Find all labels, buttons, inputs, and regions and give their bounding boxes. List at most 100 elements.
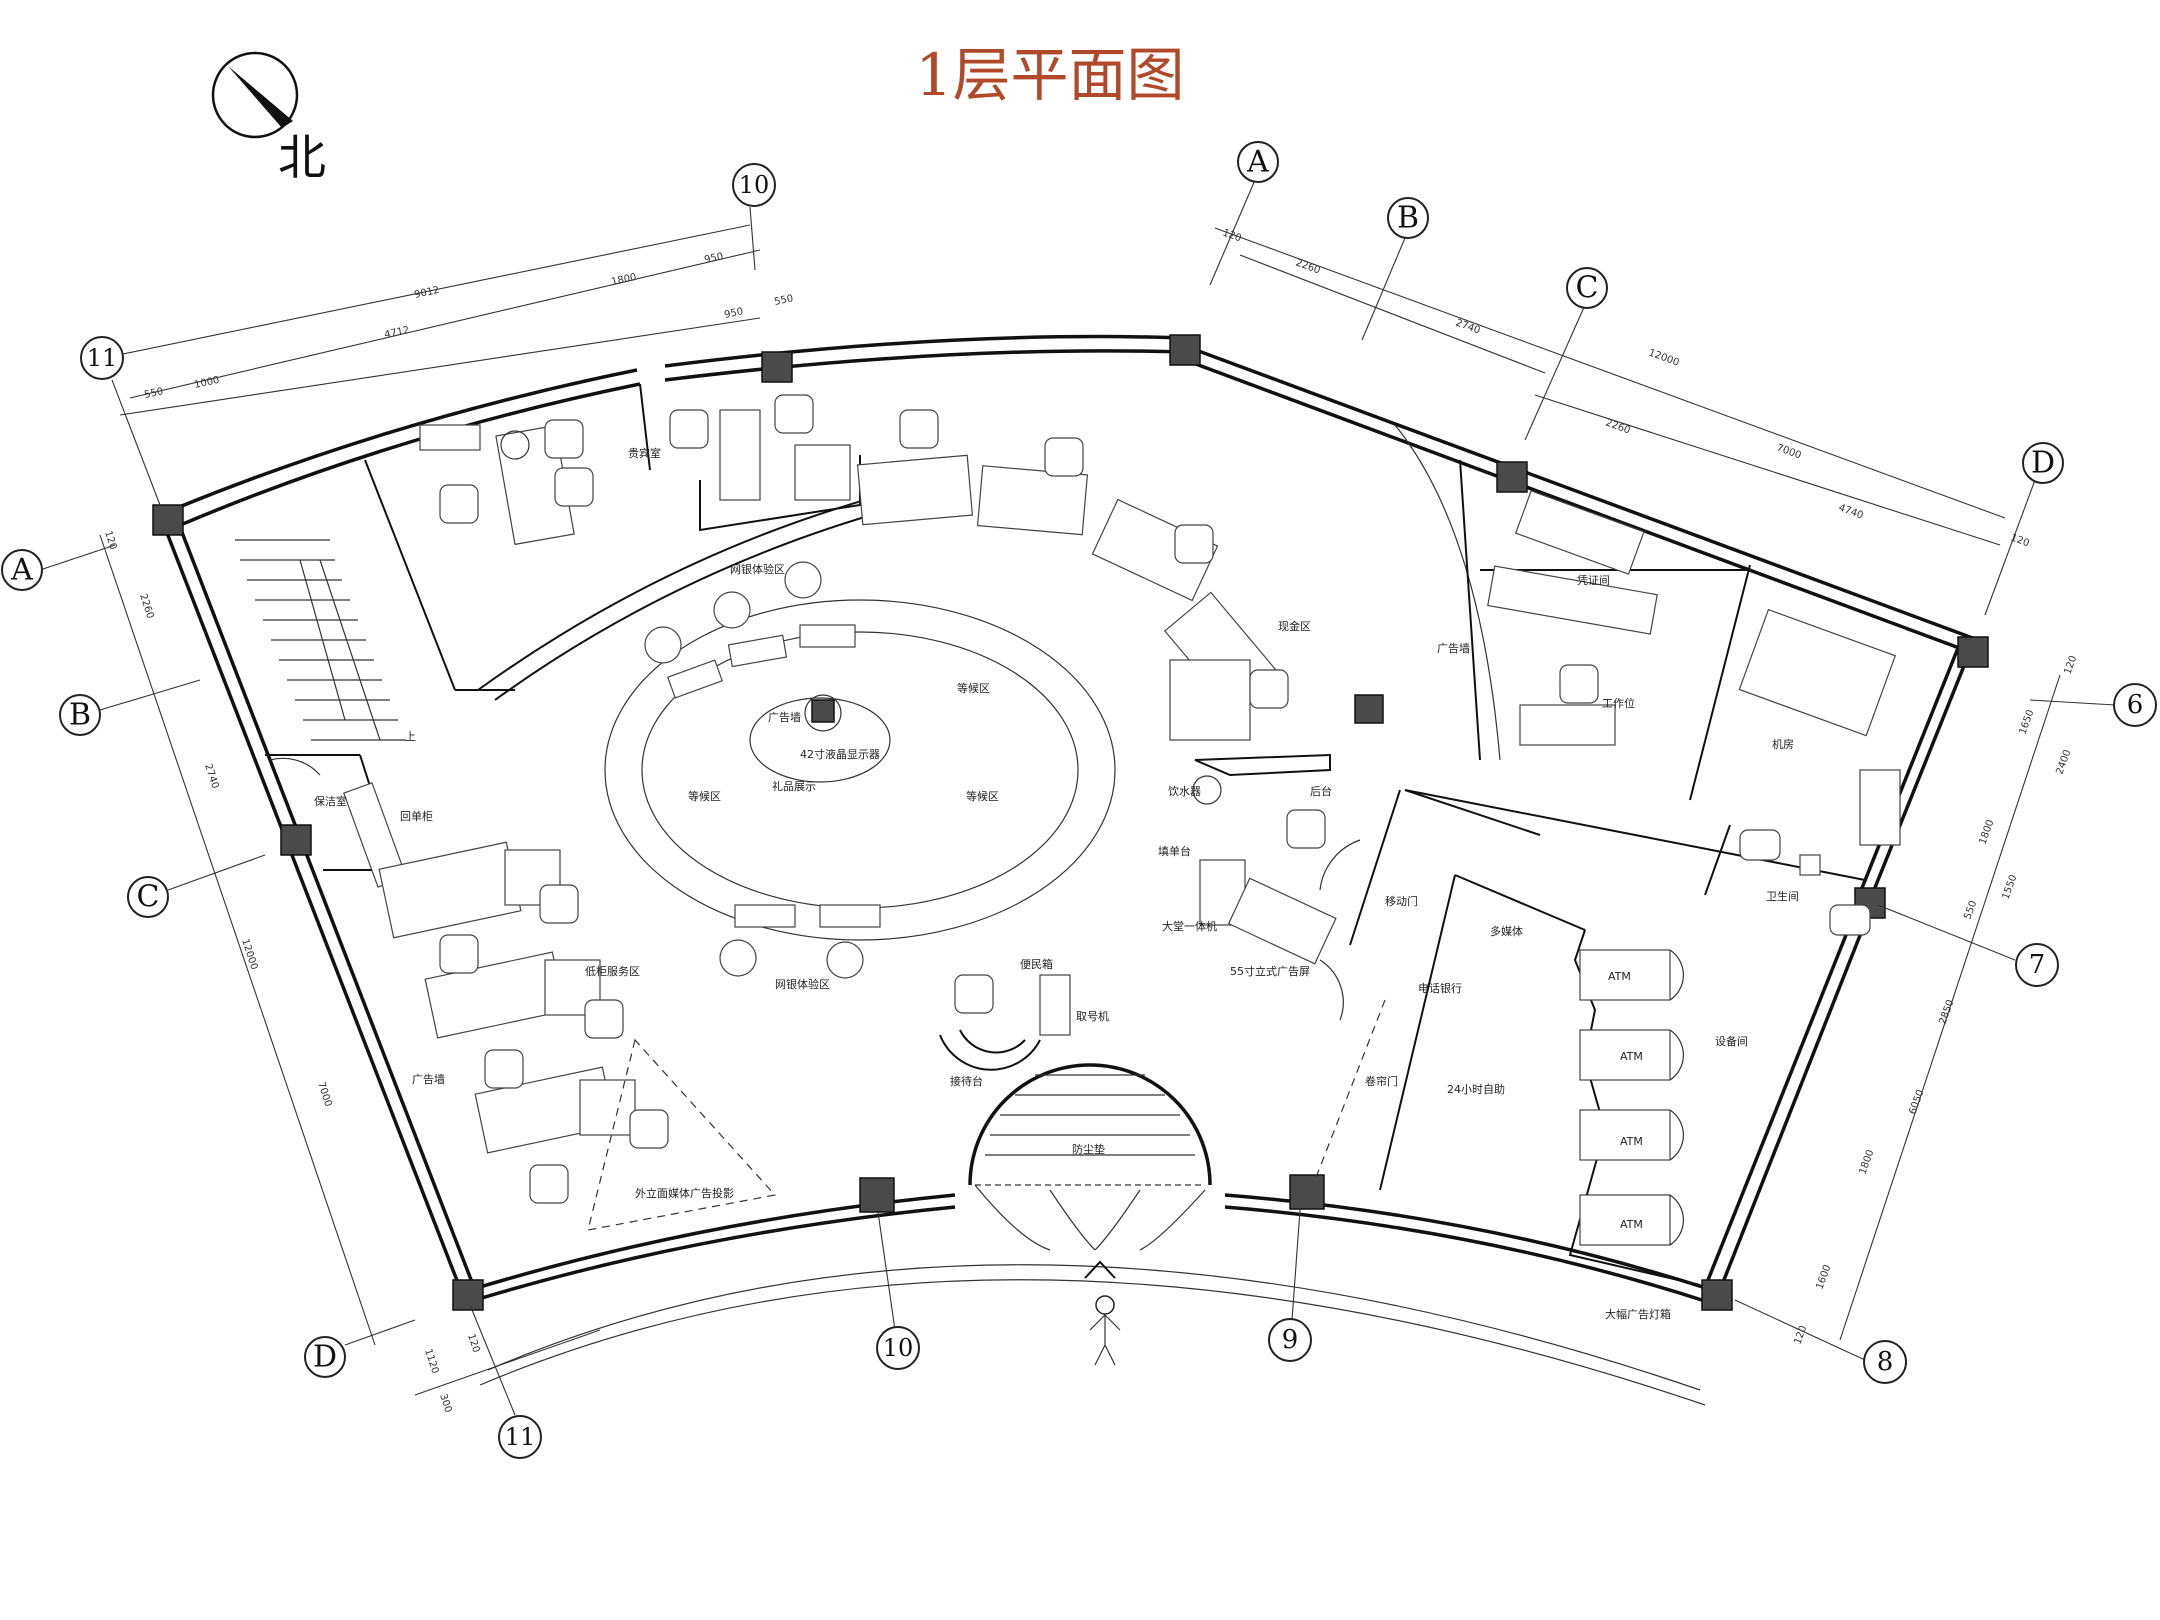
dimension-texts: 9012 4712 1800 950 550 1000 950 550 120 … bbox=[102, 227, 2079, 1414]
self-service-area bbox=[1314, 839, 1701, 1286]
axis-8 bbox=[1863, 1340, 1907, 1384]
axis-8-label: 8 bbox=[1877, 1347, 1894, 1377]
axis-B-top bbox=[1387, 197, 1429, 239]
dim-right: 1550 bbox=[2000, 873, 2019, 901]
dim-top: 4712 bbox=[383, 325, 410, 341]
phone-banking-label: 电话银行 bbox=[1418, 981, 1462, 995]
axis-C-top-label: C bbox=[1576, 271, 1599, 306]
atm-label: ATM bbox=[1620, 1218, 1643, 1231]
axis-A-top-label: A bbox=[1246, 145, 1269, 180]
dim-top-right: 2260 bbox=[1604, 417, 1632, 436]
atm-label: ATM bbox=[1620, 1135, 1643, 1148]
dim-right: 1800 bbox=[1857, 1148, 1876, 1176]
waiting-right-label: 等候区 bbox=[966, 789, 999, 803]
rolling-door-label: 卷帘门 bbox=[1365, 1074, 1398, 1088]
axis-11-bottom bbox=[498, 1415, 542, 1459]
dim-right: 550 bbox=[1962, 899, 1979, 921]
standing-ad-label: 55寸立式广告屏 bbox=[1230, 964, 1310, 978]
axis-11-top-label: 11 bbox=[87, 344, 118, 372]
dim-left: 120 bbox=[465, 1333, 481, 1355]
staircase: 上 bbox=[235, 459, 515, 743]
guard-room-label: 保洁室 bbox=[314, 794, 347, 808]
online-banking-top-label: 网银体验区 bbox=[730, 562, 785, 576]
entrance bbox=[968, 1063, 1212, 1279]
axis-10-bottom bbox=[876, 1326, 920, 1370]
axis-10-top-label: 10 bbox=[739, 171, 770, 199]
axis-D-top-label: D bbox=[2031, 446, 2055, 481]
axis-markers: A B C D A B C D 10 11 6 7 8 bbox=[1, 141, 2157, 1459]
reception-desk bbox=[939, 974, 1071, 1071]
axis-10-top bbox=[732, 163, 776, 207]
dim-top-right: 7000 bbox=[1775, 442, 1803, 461]
axis-B-left-label: B bbox=[69, 698, 91, 733]
axis-11-top bbox=[80, 336, 124, 380]
dim-top: 9012 bbox=[413, 285, 440, 301]
axis-B-top-label: B bbox=[1397, 201, 1419, 236]
axis-A-top bbox=[1237, 141, 1279, 183]
stairs-up-label: 上 bbox=[405, 730, 416, 743]
queue-machine-label: 取号机 bbox=[1076, 1009, 1109, 1023]
dim-right: 2850 bbox=[1937, 998, 1956, 1026]
low-counter-offices bbox=[378, 841, 777, 1231]
axis-9-label: 9 bbox=[1282, 1325, 1299, 1355]
dim-top: 550 bbox=[143, 386, 164, 401]
axis-A-left-label: A bbox=[10, 553, 33, 588]
axis-D-left-label: D bbox=[313, 1340, 337, 1375]
multimedia-label: 多媒体 bbox=[1490, 924, 1523, 938]
equipment-room-label: 设备间 bbox=[1715, 1034, 1748, 1048]
guest-room-walls bbox=[419, 383, 969, 701]
dim-top-right: 120 bbox=[1221, 227, 1243, 244]
gift-display-label: 礼品展示 bbox=[772, 779, 816, 793]
axis-B-left bbox=[59, 694, 101, 736]
room-labels: 贵宾室 保洁室 回单柜 低柜服务区 广告墙 外立面媒体广告投影 网银体验区 网银… bbox=[314, 446, 1799, 1321]
dimension-lines bbox=[99, 224, 2061, 1396]
right-rooms bbox=[1394, 424, 1901, 936]
dim-top-right: 2260 bbox=[1294, 257, 1322, 276]
axis-6-label: 6 bbox=[2127, 690, 2144, 720]
dim-top: 1000 bbox=[193, 375, 220, 391]
axis-6 bbox=[2113, 683, 2157, 727]
workstation-label: 工作位 bbox=[1602, 696, 1635, 710]
back-office bbox=[1192, 753, 1541, 965]
waiting-left-label: 等候区 bbox=[688, 789, 721, 803]
axis-C-top bbox=[1566, 267, 1608, 309]
axis-11-bottom-label: 11 bbox=[505, 1423, 536, 1451]
cash-area-label: 现金区 bbox=[1278, 619, 1311, 633]
machine-room-label: 机房 bbox=[1772, 737, 1794, 751]
dim-top-right: 12000 bbox=[1647, 347, 1681, 368]
dim-right: 1650 bbox=[2017, 708, 2036, 736]
axis-7 bbox=[2015, 943, 2059, 987]
axis-A-left bbox=[1, 549, 43, 591]
person-icon bbox=[1089, 1295, 1121, 1366]
lobby-machine-label: 大堂一体机 bbox=[1162, 919, 1217, 933]
water-dispenser-label: 饮水器 bbox=[1168, 785, 1201, 798]
dim-top: 950 bbox=[703, 251, 724, 266]
lcd-screen-label: 42寸液晶显示器 bbox=[800, 747, 880, 761]
form-desk-label: 填单台 bbox=[1158, 844, 1191, 858]
online-banking-bottom-label: 网银体验区 bbox=[775, 977, 830, 991]
ad-wall-left-label: 广告墙 bbox=[412, 1072, 445, 1086]
axis-10-bottom-label: 10 bbox=[883, 1334, 914, 1362]
low-counter-label: 低柜服务区 bbox=[585, 965, 640, 978]
ad-wall-center-label: 广告墙 bbox=[768, 710, 801, 724]
axis-9 bbox=[1268, 1318, 1312, 1362]
dim-top: 550 bbox=[773, 293, 794, 308]
north-arrow-icon bbox=[211, 51, 299, 139]
back-counter-label: 后台 bbox=[1310, 784, 1332, 798]
dim-left: 300 bbox=[437, 1393, 453, 1415]
dim-top-right: 4740 bbox=[1837, 502, 1865, 521]
convenience-label: 便民箱 bbox=[1020, 957, 1053, 971]
dim-right: 1800 bbox=[1977, 818, 1996, 846]
lightbox-label: 大幅广告灯箱 bbox=[1605, 1307, 1671, 1321]
dim-left: 2740 bbox=[202, 763, 220, 791]
waiting-top-label: 等候区 bbox=[957, 681, 990, 695]
axis-D-top bbox=[2022, 442, 2064, 484]
guest-room-label: 贵宾室 bbox=[628, 446, 661, 460]
entrance-mat-label: 防尘垫 bbox=[1072, 1142, 1105, 1156]
dim-right: 2400 bbox=[2054, 748, 2073, 776]
dim-left: 1120 bbox=[422, 1348, 440, 1376]
teller-counters bbox=[669, 394, 1326, 849]
axis-D-left bbox=[304, 1336, 346, 1378]
self-service-label: 24小时自助 bbox=[1447, 1082, 1505, 1096]
